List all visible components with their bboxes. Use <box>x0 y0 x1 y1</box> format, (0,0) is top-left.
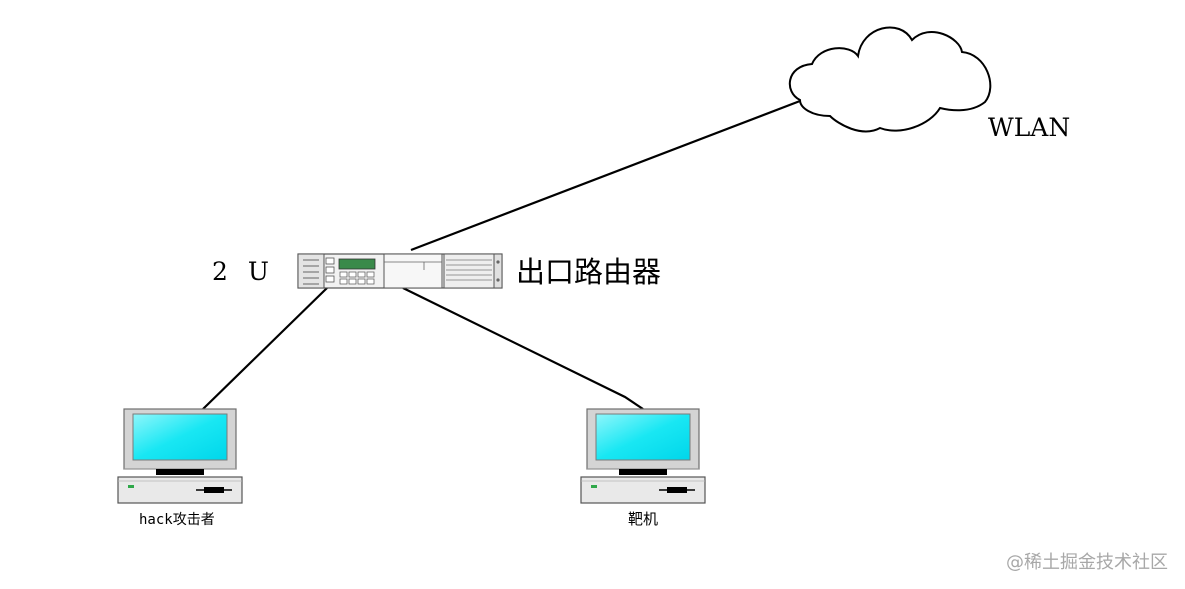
watermark: @稀土掘金技术社区 <box>1006 552 1168 573</box>
link-router-target <box>402 287 644 410</box>
attacker-computer-icon <box>117 408 243 504</box>
target-label: 靶机 <box>628 510 658 528</box>
attacker-label: hack攻击者 <box>139 512 215 528</box>
link-router-attacker <box>202 287 328 410</box>
target-computer-icon <box>580 408 706 504</box>
router-size-label: 2 U <box>212 257 275 286</box>
link-router-cloud <box>410 99 801 252</box>
cloud-icon <box>788 26 992 133</box>
cloud-label: WLAN <box>988 113 1070 142</box>
router-icon <box>297 253 503 289</box>
router-label: 出口路由器 <box>516 255 661 289</box>
